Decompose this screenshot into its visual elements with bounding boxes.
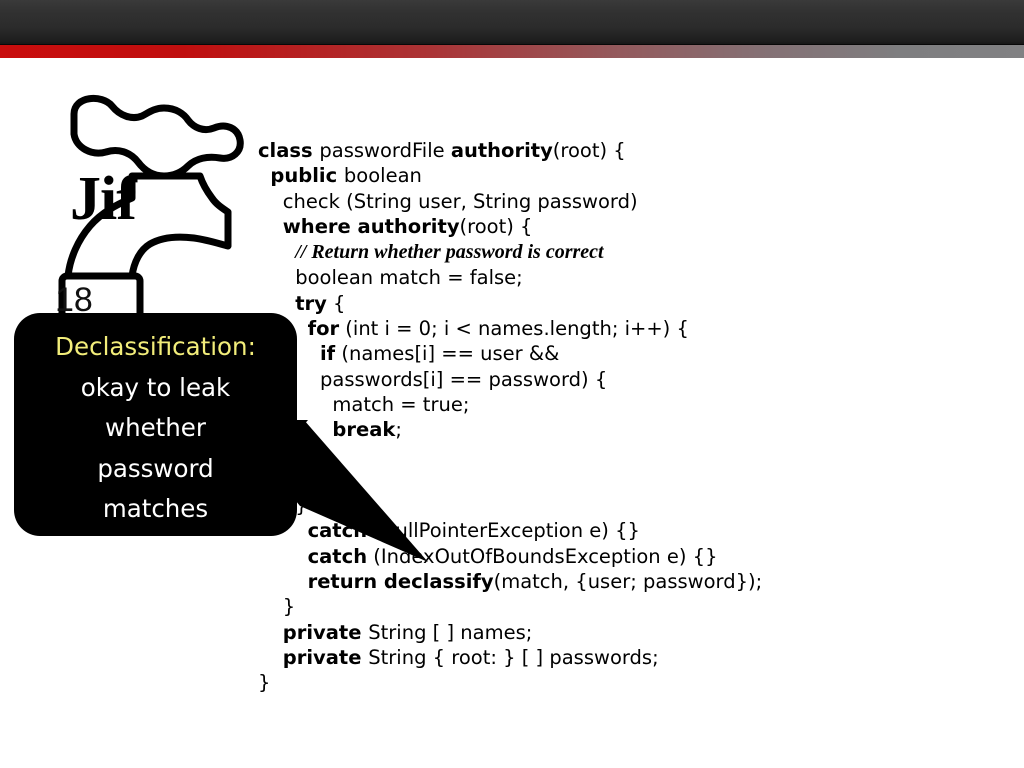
code-token: match = true;: [332, 392, 470, 416]
code-line: boolean match = false;: [258, 265, 958, 290]
code-token: if: [320, 342, 336, 366]
code-token: return declassify: [307, 570, 494, 594]
code-token: }: [307, 468, 321, 492]
code-token: where authority: [282, 214, 460, 238]
code-token: class: [258, 139, 320, 162]
slide-header-bar: [0, 0, 1024, 45]
code-token: authority: [450, 139, 553, 162]
code-token: boolean match = false;: [295, 266, 523, 290]
code-token: String { root: } [ ] passwords;: [368, 645, 659, 669]
code-line: for (int i = 0; i < names.length; i++) {: [258, 316, 958, 341]
code-token: ;: [395, 418, 402, 442]
code-token: (root) {: [459, 214, 533, 238]
code-token: {: [326, 291, 346, 315]
code-token: // Return whether password is correct: [295, 241, 604, 264]
callout-body-line: whether: [105, 413, 206, 442]
header-accent-stripe: [0, 45, 1024, 58]
code-line: passwords[i] == password) {: [258, 367, 958, 392]
code-token: for: [307, 317, 340, 341]
code-token: boolean: [343, 164, 422, 188]
callout-body-line: okay to leak: [80, 372, 231, 402]
code-token: }: [282, 595, 296, 619]
callout-title: Declassification:: [55, 332, 256, 361]
slide-number: 18: [55, 281, 93, 319]
code-token: try: [295, 291, 327, 315]
code-line: try {: [258, 291, 958, 316]
code-line: where authority(root) {: [258, 214, 958, 239]
code-token: private: [282, 620, 369, 644]
declassification-callout: Declassification: okay to leak whether pass…: [14, 313, 297, 536]
jif-wordmark: Jif: [70, 165, 137, 233]
callout-body-line: password: [97, 453, 214, 483]
code-line: }: [258, 594, 958, 619]
code-line: break;: [258, 417, 958, 442]
code-token: String [ ] names;: [368, 620, 533, 644]
faucet-icon: [58, 95, 244, 316]
code-line: private String [ ] names;: [258, 620, 958, 645]
code-line: if (names[i] == user &&: [258, 341, 958, 366]
code-line: }: [258, 493, 958, 518]
code-token: (IndexOutOfBoundsException e) {}: [367, 544, 718, 568]
code-line: // Return whether password is correct: [258, 239, 958, 265]
code-token: private: [282, 645, 369, 669]
code-token: }: [295, 494, 308, 518]
code-line: public boolean: [258, 163, 958, 188]
code-token: public: [270, 164, 344, 188]
code-line: match = true;: [258, 392, 958, 417]
code-token: break: [332, 418, 396, 442]
code-token: check (String user, String password): [282, 189, 638, 213]
code-line: }: [258, 443, 958, 468]
code-line: }: [258, 468, 958, 493]
code-token: catch: [307, 519, 368, 543]
code-token: (root) {: [552, 139, 626, 162]
callout-body-line: matches: [102, 494, 209, 523]
code-token: passwords[i] == password) {: [320, 367, 608, 391]
code-token: catch: [307, 544, 368, 568]
code-token: }: [320, 443, 333, 467]
code-line: check (String user, String password): [258, 189, 958, 214]
callout-text: Declassification: okay to leak whether pass…: [14, 327, 297, 530]
code-line: catch (IndexOutOfBoundsException e) {}: [258, 544, 958, 569]
code-listing: class passwordFile authority(root) { pub…: [258, 138, 958, 696]
code-line: catch (NullPointerException e) {}: [258, 518, 958, 543]
code-token: (names[i] == user &&: [335, 342, 560, 366]
jif-logo: [36, 86, 258, 316]
code-token: (match, {user; password});: [493, 570, 763, 594]
code-token: (int i = 0; i < names.length; i++) {: [339, 317, 689, 341]
code-token: passwordFile: [319, 139, 451, 162]
code-token: }: [258, 671, 271, 695]
code-line: private String { root: } [ ] passwords;: [258, 645, 958, 670]
code-token: (NullPointerException e) {}: [367, 519, 640, 543]
code-line: class passwordFile authority(root) {: [258, 138, 958, 163]
code-line: }: [258, 670, 958, 695]
code-line: return declassify(match, {user; password…: [258, 569, 958, 594]
